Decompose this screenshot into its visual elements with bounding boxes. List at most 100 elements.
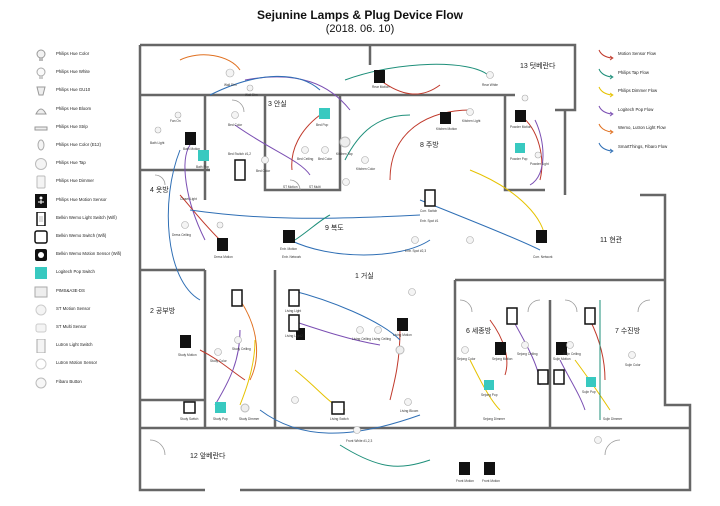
front-motion2-icon — [484, 462, 495, 475]
legend-item: Philips Hue Motion Sensor — [34, 193, 134, 212]
label-wall-dim-2: Wall Dim — [245, 93, 258, 97]
bed-ceiling-bulb — [301, 146, 309, 154]
label-powder-pop: Powder Pop — [510, 157, 528, 161]
flow-legend-label: Philips Tap Flow — [618, 69, 649, 75]
legend-item: ST Motion Sensor — [34, 303, 134, 321]
dress-motion-icon — [217, 238, 228, 251]
legend-item: Philips Hue Color — [34, 48, 134, 66]
label-sejong-pop: Sejong Pop — [481, 393, 498, 397]
legend-item: Philips Hue GU10 — [34, 84, 134, 102]
living-center-bulb — [408, 288, 416, 296]
legend-label: ST Motion Sensor — [56, 305, 91, 311]
label-living-ceiling-2: Living Ceiling — [372, 337, 391, 341]
flow-legend-label: SmartThings, Fibaro Flow — [618, 143, 668, 149]
label-kitchen-tap: Kitchen Tap — [336, 152, 353, 156]
kitchen-tap-icon — [339, 136, 351, 148]
label-fan-on: Fan On — [170, 119, 181, 123]
label-front-white: Front White #1,2,3 — [346, 439, 372, 443]
title-date: (2018. 06. 10) — [325, 23, 395, 35]
study-dimmer-icon — [240, 403, 250, 413]
label-living-ceiling-1: Living Ceiling — [352, 337, 371, 341]
label-rear-white: Rear White — [482, 83, 498, 87]
legend-label: Philips Hue Strip — [56, 123, 88, 129]
bulb-color-icon — [34, 48, 48, 62]
legend-label: Philips Hue Color — [56, 51, 90, 56]
legend-label: Philips Hue Motion Sensor — [56, 196, 107, 202]
label-dress-motion: Dress Motion — [214, 255, 233, 259]
legend-label: Logitech Pop Switch — [56, 269, 95, 275]
label-dress-ceiling: Dress Ceiling — [172, 233, 191, 237]
sujin-pop-icon — [586, 377, 596, 387]
front-white-bulb — [353, 426, 361, 434]
rear-white-bulb — [486, 71, 494, 79]
legend-label: ST Multi Sensor — [56, 324, 87, 329]
st-motion-icon — [34, 303, 48, 317]
flow-legend-item: Logitech Pop Flow — [598, 104, 708, 118]
legend-label: Philips Hue Color (E12) — [56, 142, 101, 147]
bed-pop-icon — [319, 108, 330, 119]
label-bed-color: Bed Color — [228, 123, 243, 127]
living-dimmer-icon — [395, 345, 405, 355]
fibaro-button-icon — [34, 376, 48, 390]
pop-switch-icon — [34, 266, 48, 280]
bath-motion-icon — [185, 132, 196, 145]
label-bath-light: Bath Light — [150, 141, 164, 145]
wemo-switch-icon — [34, 230, 48, 244]
room-7: 7 수진방 — [615, 326, 641, 335]
living-bulb-3 — [291, 396, 299, 404]
fan-bulb — [174, 111, 182, 119]
device-icons — [180, 70, 596, 475]
legend-label: PIMS&A3E-DS — [56, 287, 85, 293]
living-ceiling-bulb-2 — [374, 326, 382, 334]
hue-motion-icon — [34, 193, 48, 208]
corr-bulb — [466, 236, 474, 244]
study-wemo-icon — [183, 401, 196, 414]
study-pop-icon — [215, 402, 226, 413]
sejong-ceiling-bulb — [521, 341, 529, 349]
living-switch2-icon — [288, 314, 300, 332]
label-entr-spot-1: Entr. Spot #1 — [420, 219, 439, 223]
label-study-color: Study Color — [210, 359, 228, 363]
label-bed-pop: Bed Pop — [316, 123, 328, 127]
bulb-white-icon — [34, 66, 48, 80]
living-motion2-icon — [397, 318, 408, 331]
legend-item: Philips Hue Dimmer — [34, 175, 134, 193]
legend-item: Fibaro Button — [34, 376, 134, 394]
study-ceiling-bulb — [234, 336, 242, 344]
label-bed-color-3: Bed Color — [318, 157, 333, 161]
flow-legend-label: Wemo, Lutron Light Flow — [618, 125, 666, 130]
legend-item: Philips Hue Tap — [34, 157, 134, 175]
living-wemo-icon — [331, 401, 345, 415]
label-kitchen-light: Kitchen Light — [462, 119, 481, 123]
powder-bulb — [521, 94, 529, 102]
label-closet-light: Closet Light — [180, 197, 197, 201]
rear-motion-icon — [374, 70, 385, 83]
living-bloom-bulb — [404, 398, 412, 406]
strip-icon — [34, 121, 48, 135]
room-12: 12 앞베란다 — [190, 451, 226, 460]
legend-item: Philips Hue Color (E12) — [34, 139, 134, 157]
powder-motion-icon — [515, 110, 526, 122]
room-9: 9 복도 — [325, 224, 344, 232]
device-labels: Wall Dim Wall Dim Bed Color Bed Switch #… — [150, 83, 642, 483]
room-2: 2 공부방 — [150, 306, 176, 315]
label-front-motion-1: Front Motion — [456, 479, 474, 483]
flow-line-icon — [598, 122, 616, 135]
legend-label: Philips Hue GU10 — [56, 87, 91, 93]
front-motion1-icon — [459, 462, 470, 475]
bloom-icon — [34, 103, 48, 117]
sejong-wall-switch-icon — [537, 369, 549, 385]
label-front-motion-2: Front Motion — [482, 479, 500, 483]
tap-icon — [34, 157, 48, 171]
legend-item: Belkin Wemo Motion Sensor (Wifi) — [34, 248, 134, 266]
sujin-color-bulb — [628, 351, 636, 359]
flow-line-icon — [598, 141, 616, 153]
wemo-light-switch-icon — [34, 211, 48, 227]
label-corr-switch: Corr. Switch — [420, 209, 437, 213]
flow-legend-item: Wemo, Lutron Light Flow — [598, 122, 708, 136]
sujin-switch-icon — [584, 307, 596, 325]
legend-label: Belkin Wemo Motion Sensor (Wifi) — [56, 251, 122, 257]
label-bath-motion: Bath Motion — [183, 147, 200, 151]
flow-line-icon — [598, 48, 616, 61]
legend-label: Philips Hue Tap — [56, 160, 86, 166]
